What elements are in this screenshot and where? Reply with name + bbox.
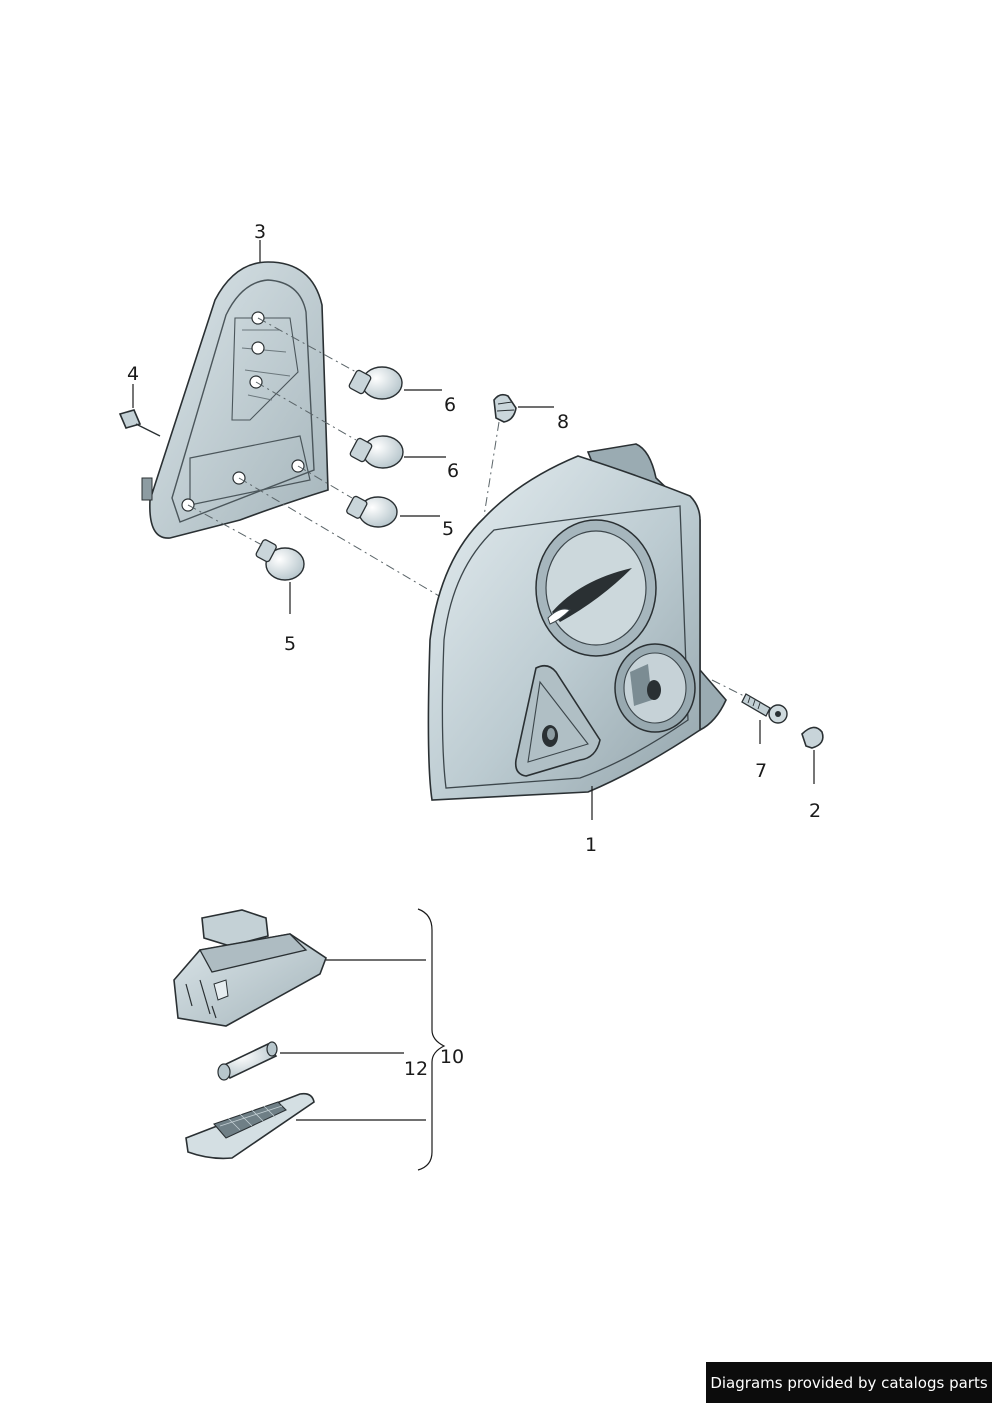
bulb-5-lower — [255, 539, 305, 581]
leader-lines — [132, 240, 815, 1171]
callout-5-lower: 5 — [284, 633, 296, 655]
callout-8: 8 — [557, 411, 569, 433]
bulb-5-upper — [346, 495, 398, 528]
callout-2: 2 — [809, 800, 821, 822]
assembly-guide-lines — [187, 317, 749, 699]
tail-lamp-housing — [427, 443, 727, 801]
callout-10: 10 — [440, 1046, 464, 1068]
bulb-6-upper — [348, 366, 403, 400]
lens-cover — [185, 1092, 315, 1160]
bulb-carrier-plate — [141, 261, 329, 539]
callout-3: 3 — [254, 221, 266, 243]
callout-7: 7 — [755, 760, 767, 782]
callout-4: 4 — [127, 363, 139, 385]
festoon-bulb-12 — [217, 1041, 278, 1081]
licence-plate-lamp-housing — [173, 909, 327, 1027]
screw-7 — [741, 693, 788, 724]
screw-4 — [118, 409, 161, 437]
diagram-credit: Diagrams provided by catalogs parts — [706, 1362, 992, 1403]
bulb-6-lower — [349, 435, 404, 469]
callout-labels: 3 4 6 8 6 5 5 7 2 1 10 12 — [127, 221, 821, 1080]
cap-2 — [801, 726, 824, 749]
callout-6-upper: 6 — [444, 394, 456, 416]
callout-12: 12 — [404, 1058, 428, 1080]
clip-8 — [493, 393, 517, 423]
callout-1: 1 — [585, 834, 597, 856]
callout-5-upper: 5 — [442, 518, 454, 540]
callout-6-lower: 6 — [447, 460, 459, 482]
